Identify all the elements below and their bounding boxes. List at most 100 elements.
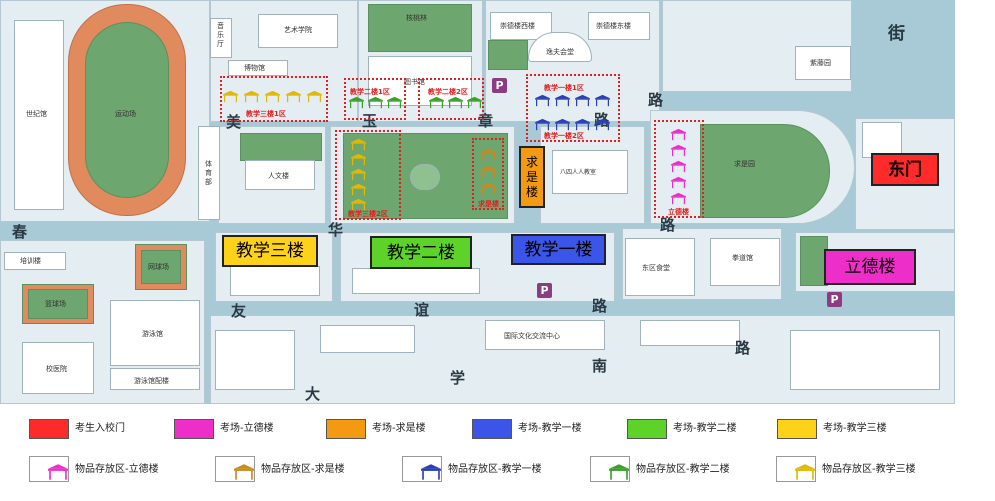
tent-icon [285, 88, 302, 103]
tent-icon [447, 94, 464, 109]
building-bayi [552, 150, 628, 194]
building-quandao [710, 238, 780, 286]
building-bowuguan [228, 60, 288, 76]
tent-icon [670, 126, 687, 141]
tent-icon [574, 116, 591, 131]
building-yifu [528, 32, 592, 62]
zone-qiushi [472, 138, 504, 210]
building-peixun [4, 252, 66, 270]
road-lu-top: 路 [648, 91, 664, 109]
legend-tentbox-s1 [402, 456, 442, 482]
tent-icon [594, 92, 611, 107]
building-guoji [485, 320, 605, 350]
legend-swatch-s1 [472, 419, 512, 439]
label-xiaoyiyuan: 校医院 [46, 365, 67, 373]
tent-icon [222, 88, 239, 103]
zone-s2-2 [418, 78, 484, 120]
road-zhang: 章 [478, 112, 494, 130]
road-yi: 谊 [414, 301, 430, 319]
tent-icon [264, 88, 281, 103]
tent-icon [466, 94, 483, 109]
label-peixun: 培训楼 [20, 257, 41, 265]
legend-swatch-lide [174, 419, 214, 439]
label-yifu: 逸夫会堂 [546, 48, 574, 56]
legend-tent-text-qiushi: 物品存放区-求是楼 [261, 464, 345, 475]
zone-lide [654, 120, 704, 218]
label-shiji: 世纪馆 [26, 110, 47, 118]
road-lu-low: 路 [592, 297, 608, 315]
label-lanqiu: 篮球场 [45, 300, 66, 308]
road-jie: 街 [888, 24, 905, 44]
zone-s2-1 [344, 78, 406, 120]
tent-icon [386, 94, 403, 109]
label-wangqiu: 网球场 [148, 263, 169, 271]
label-hetaolin: 核桃林 [406, 14, 427, 22]
tent-icon [670, 158, 687, 173]
label-renwen: 人文楼 [268, 172, 289, 180]
legend-text-gate: 考生入校门 [75, 423, 125, 434]
label-s2: 教学二楼 [370, 236, 472, 269]
tent-icon [350, 151, 367, 166]
building-yishu [258, 14, 338, 48]
tent-icon [350, 196, 367, 211]
building-dongqu [625, 238, 695, 296]
label-tiyu: 体育部 [205, 160, 212, 186]
building-misc-c [640, 320, 740, 346]
label-youyong: 游泳馆 [142, 330, 163, 338]
chongde-lawn [488, 40, 528, 70]
legend-tent-text-s1: 物品存放区-教学一楼 [448, 464, 542, 475]
parking-south: P [537, 283, 552, 298]
tent-icon [428, 94, 445, 109]
tent-icon [480, 146, 497, 161]
building-tiyu [198, 126, 220, 220]
road-lu-mid: 路 [660, 216, 676, 234]
tent-icon [350, 181, 367, 196]
label-tushuguan: 图书馆 [404, 78, 425, 86]
map-legend: 考生入校门 考场-立德楼 考场-求是楼 考场-教学一楼 考场-教学二楼 考场-教… [0, 404, 995, 501]
label-chongde-w: 崇德楼西楼 [500, 22, 535, 30]
legend-tent-text-lide: 物品存放区-立德楼 [75, 464, 159, 475]
legend-tentbox-qiushi [215, 456, 255, 482]
legend-swatch-gate [29, 419, 69, 439]
tennis-court-inner [141, 250, 181, 284]
building-misc-a [215, 330, 295, 390]
zone-s2-2-label: 教学二楼2区 [428, 88, 468, 96]
road-mei: 美 [226, 113, 242, 131]
tent-icon [367, 94, 384, 109]
road-you: 友 [231, 302, 247, 320]
legend-tent-text-s2: 物品存放区-教学二楼 [636, 464, 730, 475]
parking-north: P [492, 78, 507, 93]
label-s1: 教学一楼 [511, 234, 606, 265]
label-qiushiyuan: 求是园 [734, 160, 755, 168]
tent-icon [534, 116, 551, 131]
building-chongde-e [588, 12, 650, 40]
road-xue: 学 [450, 369, 466, 387]
label-qiushi-tall: 求是楼 [519, 146, 545, 208]
building-youyongpei [110, 368, 200, 390]
building-center-seal [410, 164, 440, 190]
basketball-court-inner [28, 289, 88, 319]
tent-icon [306, 88, 323, 103]
road-chun: 春 [12, 223, 28, 241]
legend-tentbox-s3 [776, 456, 816, 482]
renwen-lawn [240, 133, 322, 161]
legend-text-s2: 考场-教学二楼 [673, 423, 737, 434]
zone-s3-2-label: 教学三楼2区 [348, 210, 388, 218]
building-xiaoyiyuan [22, 342, 94, 394]
building-yinlefang [210, 18, 232, 58]
road-hua: 华 [328, 221, 344, 239]
tent-icon [350, 136, 367, 151]
legend-swatch-s3 [777, 419, 817, 439]
legend-swatch-s2 [627, 419, 667, 439]
label-yinlefang: 音乐厅 [217, 22, 224, 48]
road-nan: 南 [592, 357, 608, 375]
zone-lide-label: 立德楼 [668, 208, 689, 216]
building-shiji [14, 20, 64, 210]
zone-s2-1-label: 教学二楼1区 [350, 88, 390, 96]
legend-swatch-qiushi [326, 419, 366, 439]
label-qiushi-tall-text: 求是楼 [525, 154, 538, 199]
tent-icon [350, 166, 367, 181]
zone-s3-1 [220, 76, 328, 122]
legend-text-qiushi: 考场-求是楼 [372, 423, 426, 434]
legend-text-s3: 考场-教学三楼 [823, 423, 887, 434]
